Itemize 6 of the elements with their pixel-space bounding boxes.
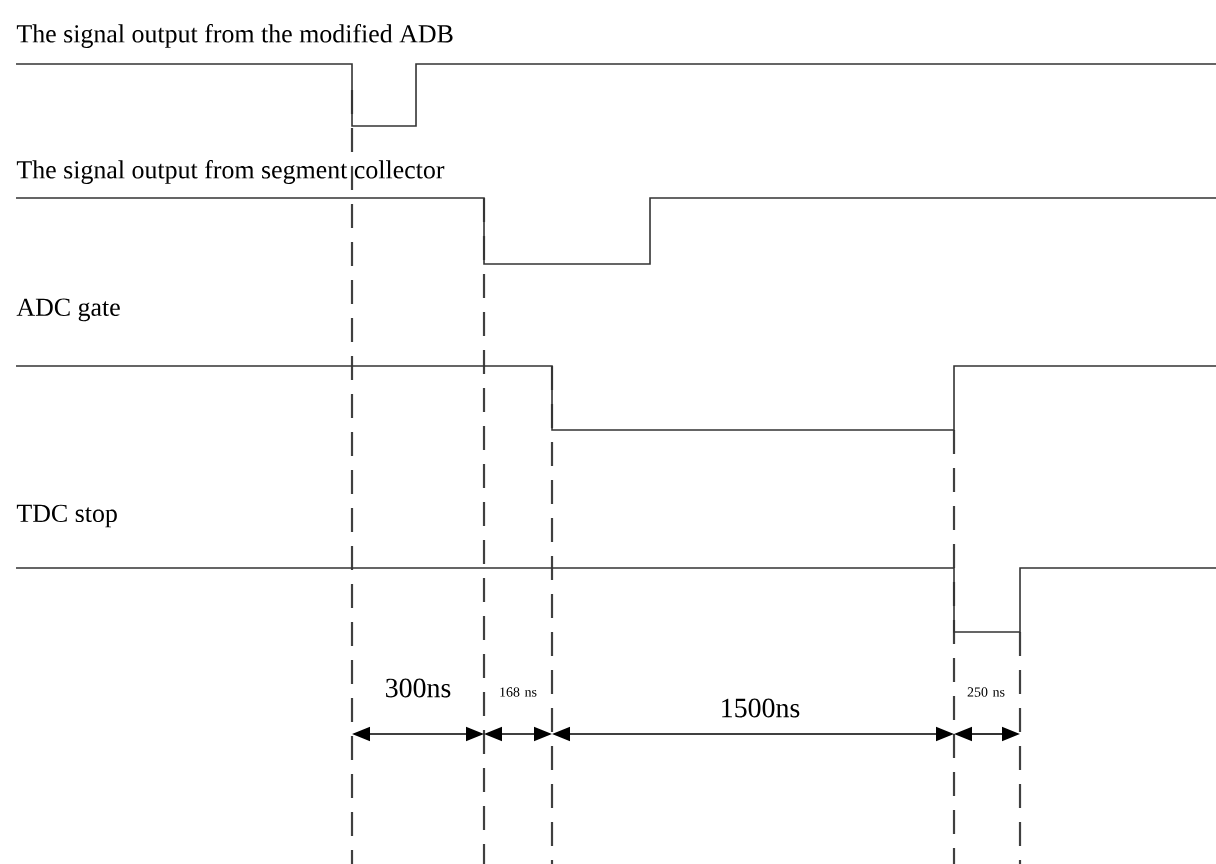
signal-label: ADC gate (16, 298, 120, 322)
signal-label: The signal output from segment collector (16, 160, 445, 184)
signal-label: The signal output from the modified ADB (16, 24, 453, 48)
signal-label: TDC stop (16, 504, 117, 528)
duration-label: 1500ns (722, 698, 800, 718)
duration-label: 300ns (386, 678, 451, 698)
